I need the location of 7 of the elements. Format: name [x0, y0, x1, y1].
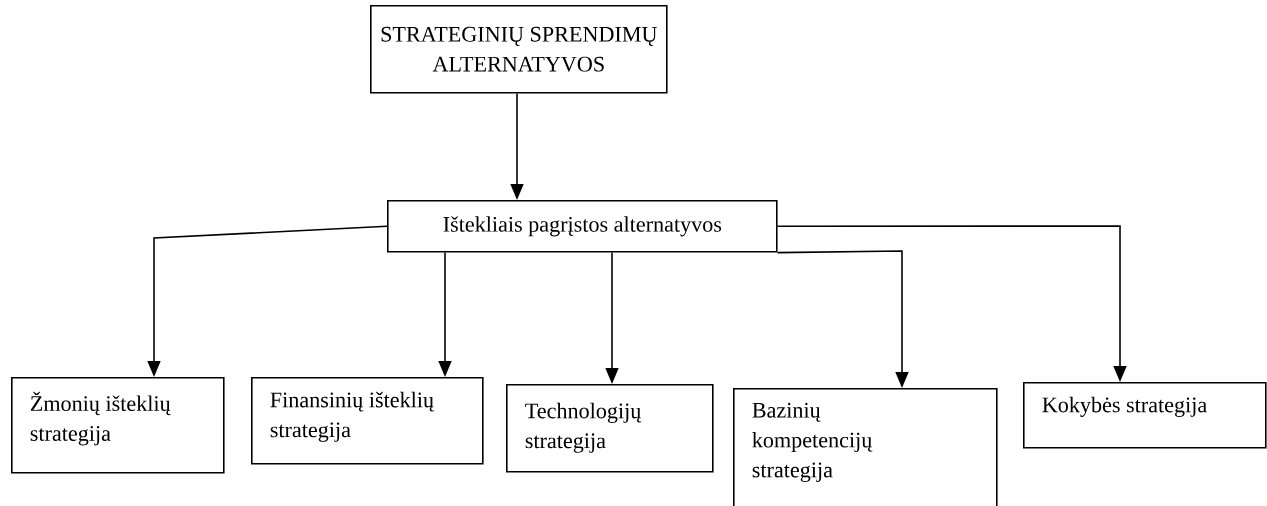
strategy-box: Žmonių išteklių strategija — [11, 377, 225, 474]
strategy-box: Technologijų strategija — [506, 384, 714, 473]
strategy-box: Finansinių išteklių strategija — [251, 377, 484, 465]
strategy-box: Kokybės strategija — [1023, 382, 1267, 449]
strategy-box: Bazinių kompetencijų strategija — [733, 388, 998, 506]
category-box: Ištekliais pagrįstos alternatyvos — [387, 200, 778, 253]
title-box: STRATEGINIŲ SPRENDIMŲ ALTERNATYVOS — [370, 5, 668, 94]
